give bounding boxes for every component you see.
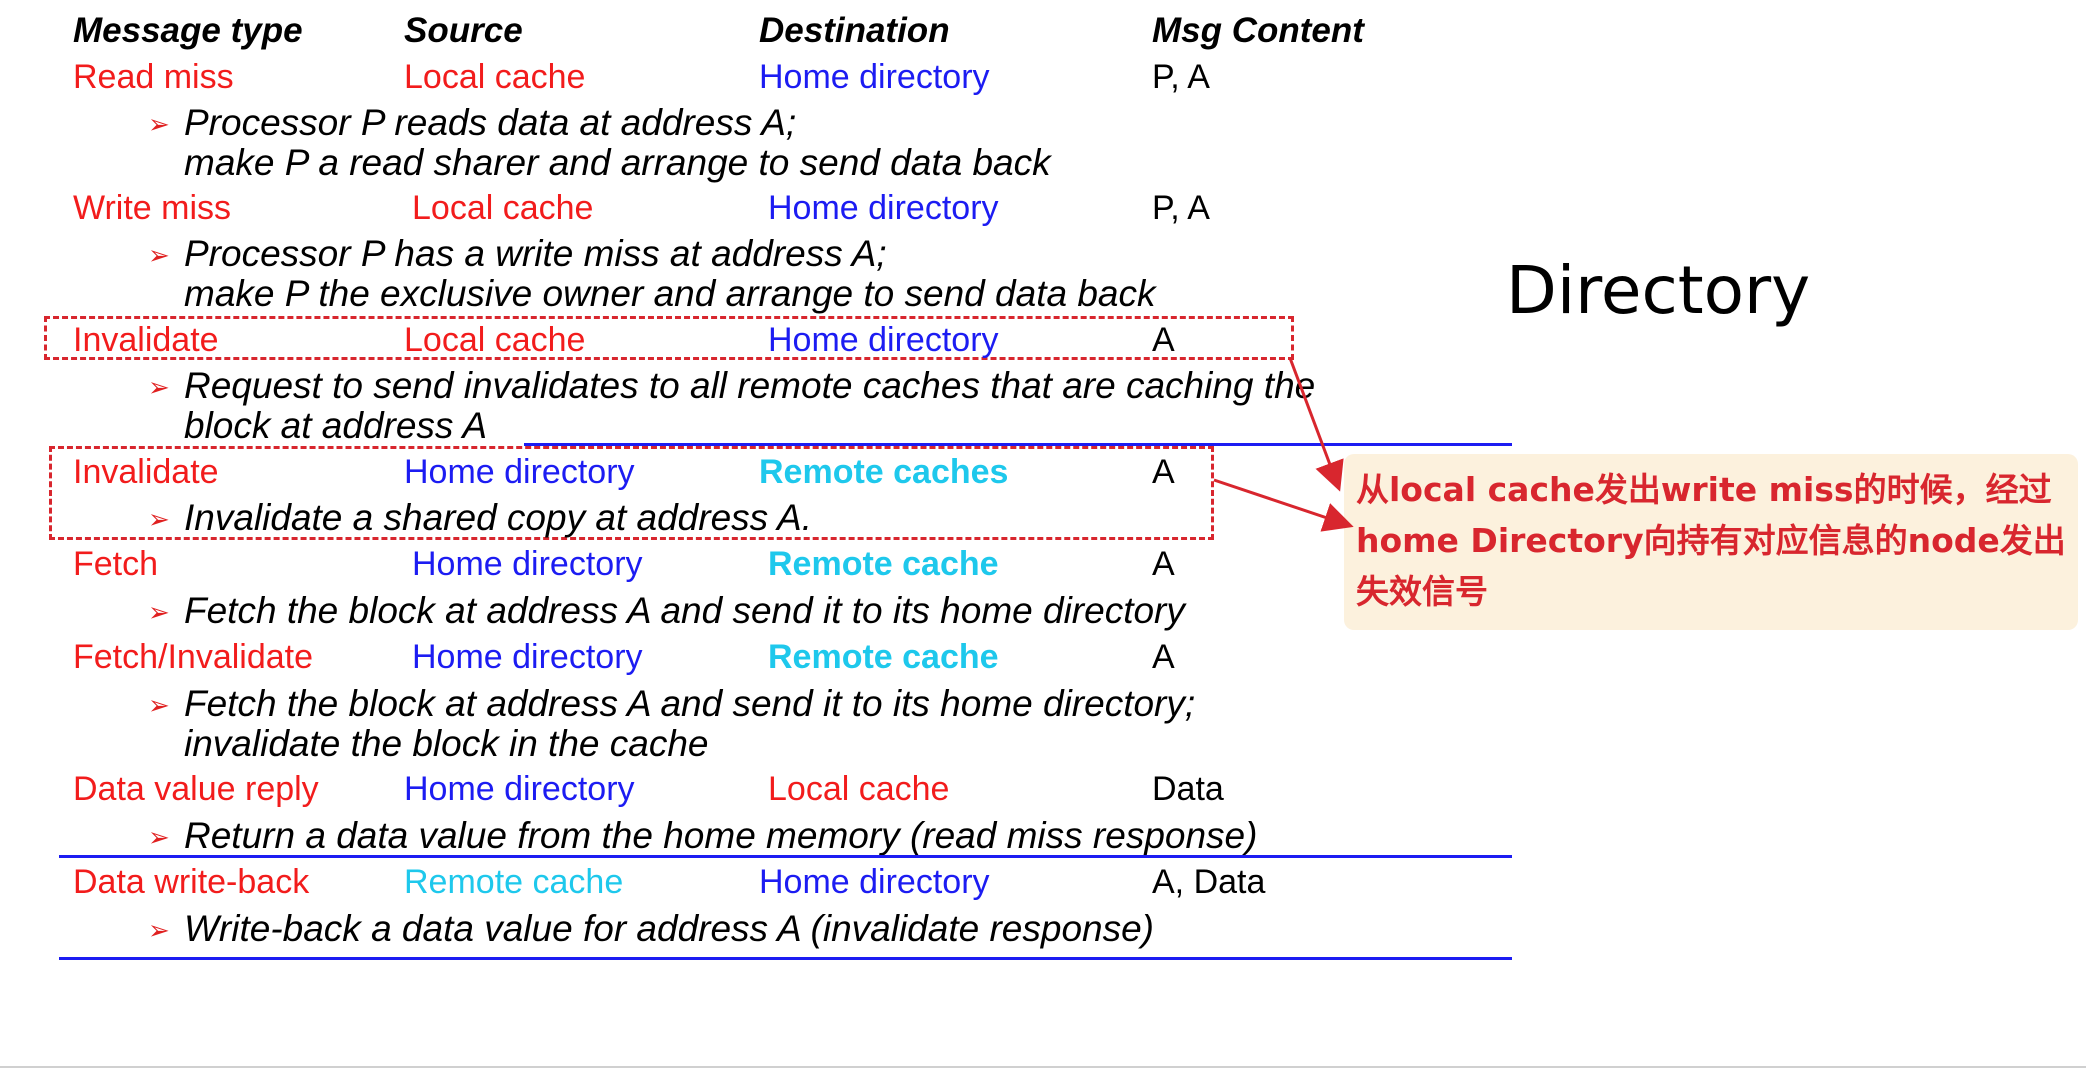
row-4-type: Fetch (73, 545, 159, 583)
slide-bottom-border (0, 1066, 2086, 1068)
row-2-desc-line-2: block at address A (184, 405, 488, 446)
highlight-box-home-invalidate (49, 446, 1214, 540)
arrow-from-home-invalidate (1213, 478, 1354, 532)
row-1-desc-line-2: make P the exclusive owner and arrange t… (184, 273, 1156, 314)
annotation-callout: 从local cache发出write miss的时候，经过home Direc… (1344, 454, 2078, 630)
row-1-destination: Home directory (768, 189, 999, 227)
divider-line-1 (524, 443, 1512, 446)
row-2-destination: Home directory (768, 321, 999, 359)
row-5-source: Home directory (412, 638, 643, 676)
row-0-desc-line-1: Processor P reads data at address A; (184, 102, 797, 143)
row-0-destination: Home directory (759, 58, 990, 96)
row-5-type: Fetch/Invalidate (73, 638, 314, 676)
row-4-destination: Remote cache (768, 545, 999, 583)
row-2-content: A (1152, 321, 1175, 359)
row-6-type: Data value reply (73, 770, 319, 808)
header-message-type: Message type (73, 11, 303, 50)
row-5-content: A (1152, 638, 1175, 676)
row-0-content: P, A (1152, 58, 1210, 96)
row-4-content: A (1152, 545, 1175, 583)
divider-line-2 (59, 855, 1512, 858)
row-3-source: Home directory (404, 453, 635, 491)
row-3-content: A (1152, 453, 1175, 491)
row-2-source: Local cache (404, 321, 586, 359)
annotation-callout-text: 从local cache发出write miss的时候，经过home Direc… (1356, 470, 2066, 611)
row-0-desc-line-2: make P a read sharer and arrange to send… (184, 142, 1051, 183)
header-destination: Destination (759, 11, 950, 50)
row-7-desc-line-1: Write-back a data value for address A (i… (184, 908, 1155, 949)
header-msg-content: Msg Content (1152, 11, 1364, 50)
slide-title: Directory (1506, 252, 1811, 329)
row-0-type: Read miss (73, 58, 234, 96)
row-7-bullet-icon: ➢ (148, 915, 170, 945)
row-7-content: A, Data (1152, 863, 1266, 901)
row-1-source: Local cache (412, 189, 594, 227)
arrow-from-local-invalidate (1288, 357, 1344, 492)
row-6-bullet-icon: ➢ (148, 822, 170, 852)
row-7-type: Data write-back (73, 863, 310, 901)
row-6-source: Home directory (404, 770, 635, 808)
row-1-bullet-icon: ➢ (148, 240, 170, 270)
header-source: Source (404, 11, 523, 50)
row-2-desc-line-1: Request to send invalidates to all remot… (184, 365, 1316, 406)
row-0-bullet-icon: ➢ (148, 109, 170, 139)
row-1-content: P, A (1152, 189, 1210, 227)
row-6-content: Data (1152, 770, 1224, 808)
row-3-desc-line-1: Invalidate a shared copy at address A. (184, 497, 813, 538)
row-3-bullet-icon: ➢ (148, 504, 170, 534)
row-6-destination: Local cache (768, 770, 950, 808)
row-2-bullet-icon: ➢ (148, 372, 170, 402)
row-0-source: Local cache (404, 58, 586, 96)
row-1-desc-line-1: Processor P has a write miss at address … (184, 233, 887, 274)
row-7-destination: Home directory (759, 863, 990, 901)
row-5-bullet-icon: ➢ (148, 690, 170, 720)
row-5-desc-line-1: Fetch the block at address A and send it… (184, 683, 1196, 724)
row-7-source: Remote cache (404, 863, 624, 901)
row-6-desc-line-1: Return a data value from the home memory… (184, 815, 1258, 856)
row-4-desc-line-1: Fetch the block at address A and send it… (184, 590, 1185, 631)
row-2-type: Invalidate (73, 321, 219, 359)
row-3-destination: Remote caches (759, 453, 1009, 491)
divider-line-3 (59, 957, 1512, 960)
row-3-type: Invalidate (73, 453, 219, 491)
highlight-box-local-invalidate (44, 316, 1294, 360)
row-1-type: Write miss (73, 189, 232, 227)
row-4-source: Home directory (412, 545, 643, 583)
row-5-destination: Remote cache (768, 638, 999, 676)
row-4-bullet-icon: ➢ (148, 597, 170, 627)
row-5-desc-line-2: invalidate the block in the cache (184, 723, 709, 764)
